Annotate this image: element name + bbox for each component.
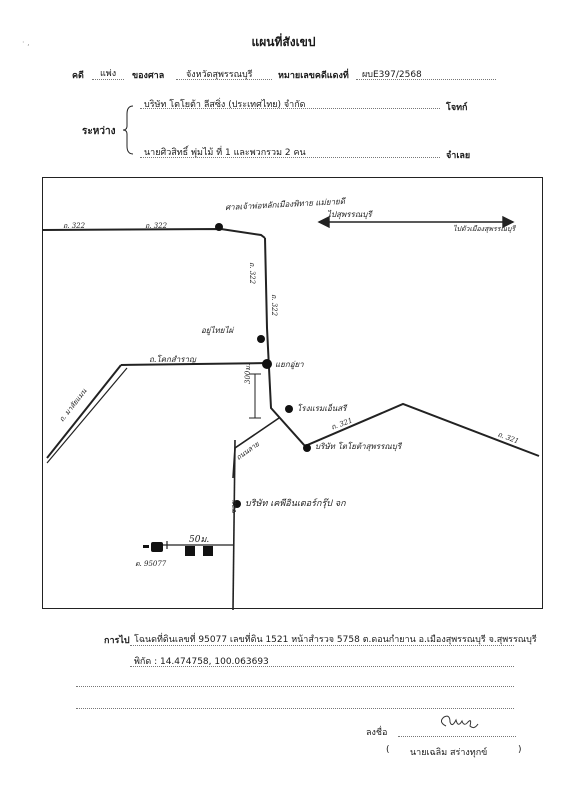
road-label: ถ.โคกสำราญ xyxy=(149,355,196,364)
court-name: จังหวัดสุพรรณบุรี xyxy=(186,70,253,80)
marker-uthai xyxy=(257,335,265,343)
marker-junction xyxy=(262,359,272,369)
to-label: การไป xyxy=(104,636,130,646)
dotted-line xyxy=(356,79,496,80)
scan-mark: · , xyxy=(22,38,30,47)
road-label: ถ. 322 xyxy=(270,294,278,317)
marker-target xyxy=(233,500,241,508)
road-malaiman xyxy=(120,362,270,366)
paren-open: ( xyxy=(386,745,390,755)
plaintiff-role: โจทก์ xyxy=(446,103,468,113)
dotted-line xyxy=(76,686,514,687)
dotted-line xyxy=(92,79,124,80)
direction-label-left: ไปสุพรรณบุรี xyxy=(327,210,372,219)
road-left-diagonal-a xyxy=(46,364,122,459)
distance-label: 300ม. xyxy=(244,363,252,384)
between-label: ระหว่าง xyxy=(82,126,116,137)
road-label: ซอย xyxy=(230,500,238,514)
road-label: ถ. 322 xyxy=(145,222,168,230)
road-322 xyxy=(43,227,266,239)
brace-icon xyxy=(122,105,134,155)
landmark-target-label: บริษัท เคพีอินเตอร์กรุ๊ป จก xyxy=(245,499,346,509)
defendant-role: จำเลย xyxy=(446,151,471,161)
road-soi xyxy=(232,439,236,610)
parcel-label: ต. 95077 xyxy=(135,560,167,568)
dotted-line xyxy=(76,708,514,709)
paren-close: ) xyxy=(518,745,522,755)
signer-name: นายเฉลิม สร่างทุกข์ xyxy=(410,748,488,758)
road-label: ถ. 322 xyxy=(63,222,86,230)
landmark-company-label: บริษัท โตโยต้าสุพรรณบุรี xyxy=(315,442,402,451)
dotted-line xyxy=(176,79,272,80)
route-description: โฉนดที่ดินเลขที่ 95077 เลขที่ดิน 1521 หน… xyxy=(134,635,537,645)
plaintiff-name: บริษัท โตโยต้า ลีสซิ่ง (ประเทศไทย) จำกัด xyxy=(144,100,306,110)
sketch-map: ถ. 322 ถ. 322 ศาลเจ้าพ่อหลักเมืองพิทาย แ… xyxy=(42,177,543,610)
dotted-line xyxy=(130,645,514,646)
road-left-diagonal-b xyxy=(46,367,128,464)
direction-label-right: ไปตัวเมืองสุพรรณบุรี xyxy=(453,225,516,233)
dotted-line xyxy=(140,157,440,158)
road-label: ถ. 322 xyxy=(248,262,256,285)
map-drawing xyxy=(43,215,540,610)
document-title: แผนที่สังเขป xyxy=(251,35,316,49)
case-no-label: หมายเลขคดีแดงที่ xyxy=(278,71,349,81)
landmark-dots xyxy=(215,223,311,508)
case-type: แพ่ง xyxy=(100,69,117,79)
distance-label: 50ม. xyxy=(189,535,210,545)
parcel-blocks xyxy=(143,542,213,556)
junction-label: แยกอู่ยา xyxy=(275,360,304,369)
landmark-uthai-label: อยู่ไทยไผ่ xyxy=(201,326,234,335)
landmark-hotel-label: โรงแรมเอ็นสรี xyxy=(297,404,347,413)
defendant-name: นายศิวสิทธิ์ พุ่มไม้ ที่ 1 และพวกรวม 2 ค… xyxy=(144,148,306,158)
marker-hotel xyxy=(285,405,293,413)
road-322-vertical xyxy=(264,237,270,369)
signature-icon xyxy=(440,715,479,729)
coordinates: พิกัด : 14.474758, 100.063693 xyxy=(134,657,269,667)
sign-label: ลงชื่อ xyxy=(366,728,388,738)
marker-company xyxy=(303,444,311,452)
case-no: ผบE397/2568 xyxy=(362,70,422,80)
dotted-line xyxy=(140,108,440,109)
marker-shrine xyxy=(215,223,223,231)
court-label: ของศาล xyxy=(132,71,165,81)
dotted-line xyxy=(130,666,514,667)
case-label: คดี xyxy=(72,71,84,81)
dotted-line xyxy=(398,736,516,737)
direction-arrow xyxy=(317,215,515,229)
